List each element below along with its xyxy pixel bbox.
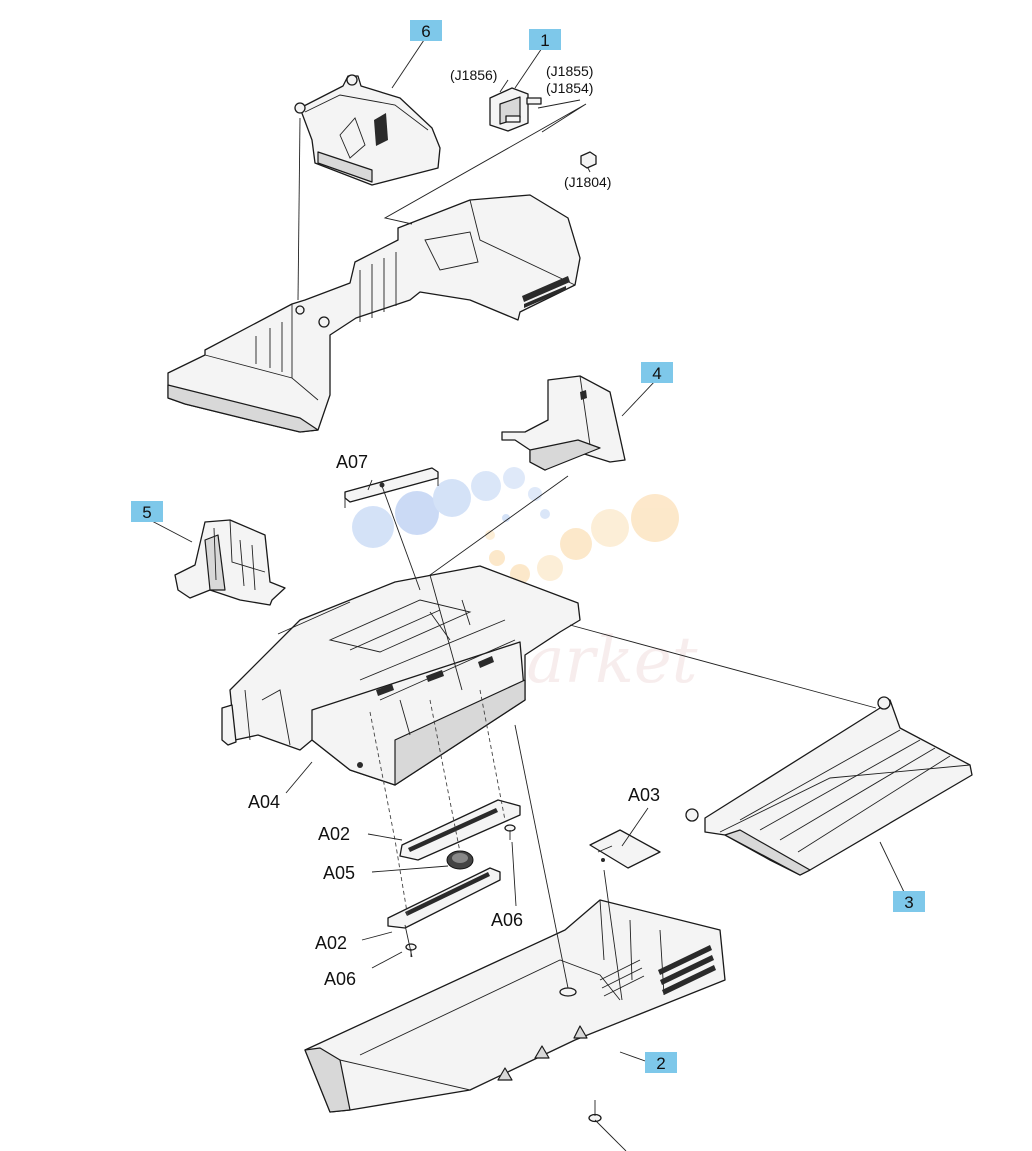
part-6-bracket [294,74,441,186]
label-a06-right: A06 [491,910,523,930]
connector-j1854: (J1854) [546,80,593,96]
callout-1-text: 1 [540,31,549,50]
part-a03-sheet [589,829,661,869]
part-a02-bottom-rail [387,867,501,929]
part-j1804-connector [580,151,597,169]
part-a02-top-rail [399,799,521,861]
part-1-sensor [489,87,542,132]
callout-2: 2 [645,1052,677,1073]
callout-6-text: 6 [421,22,430,41]
part-5-side-block [174,519,286,606]
connector-j1855: (J1855) [546,63,593,79]
label-a07: A07 [336,452,368,472]
part-a04-frame [221,565,581,786]
part-3-tray [685,696,973,876]
label-a02-top: A02 [318,824,350,844]
label-a06-bottom: A06 [324,969,356,989]
connector-j1856: (J1856) [450,67,497,83]
label-a03: A03 [628,785,660,805]
label-a02-bottom: A02 [315,933,347,953]
part-screw-base [588,1100,602,1123]
callout-1: 1 [529,29,561,50]
callout-2-text: 2 [656,1054,665,1073]
part-a05-gear [446,850,474,870]
callout-4-text: 4 [652,364,661,383]
connector-j1804: (J1804) [564,174,611,190]
callout-4: 4 [641,362,673,383]
part-a07-bracket [344,467,439,508]
callout-3: 3 [893,891,925,912]
part-2-base [304,899,726,1113]
assembly-lines [277,103,877,1151]
label-a04: A04 [248,792,280,812]
label-a05: A05 [323,863,355,883]
upper-cover [167,194,581,433]
callout-6: 6 [410,20,442,41]
callout-3-text: 3 [904,893,913,912]
part-a06-screw-right [504,824,516,840]
callout-5: 5 [131,501,163,522]
callout-leaders [149,39,905,1063]
callout-5-text: 5 [142,503,151,522]
part-4-guide [501,375,626,471]
